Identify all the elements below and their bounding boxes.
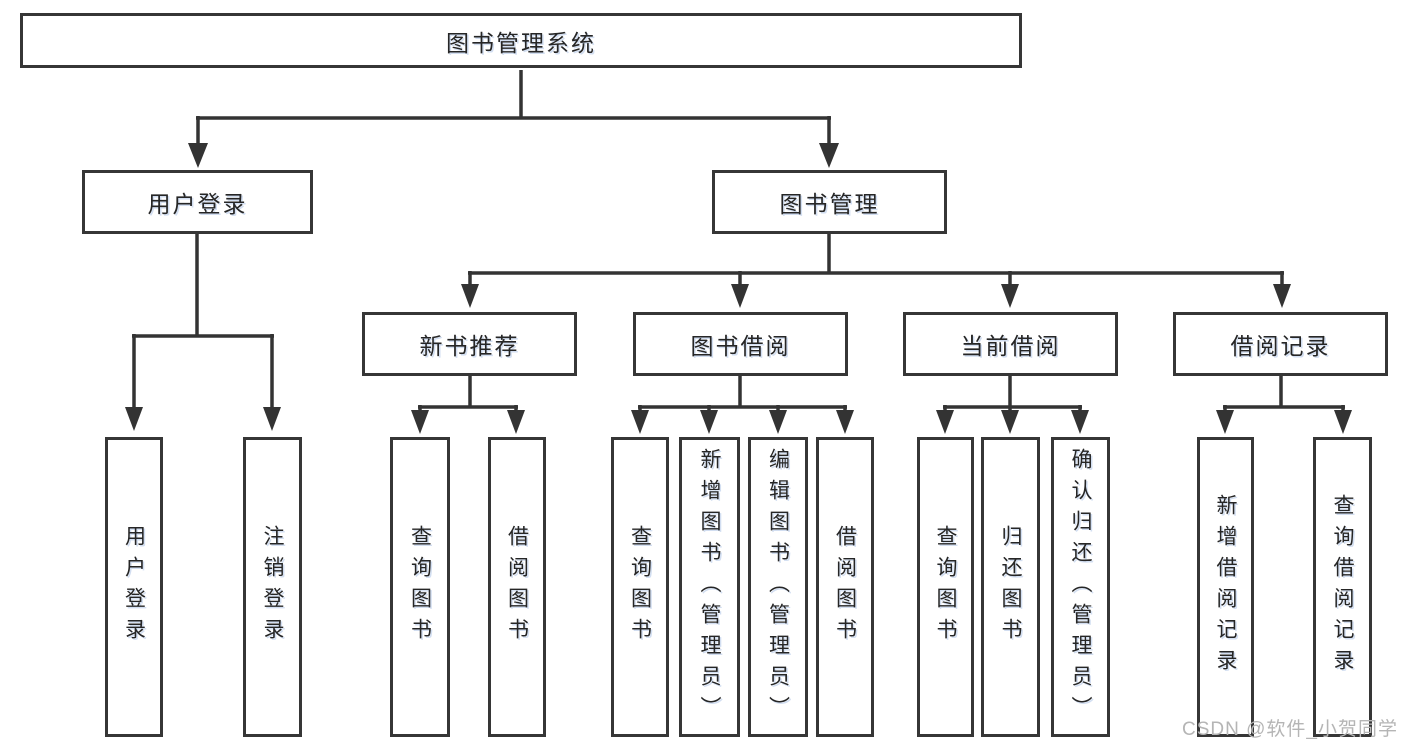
node-leaf-bb-query: 查询图书 <box>611 437 669 737</box>
node-leaf-cb-query: 查询图书 <box>917 437 974 737</box>
connector-borrow-records <box>1223 376 1345 413</box>
node-new-books: 新书推荐 <box>362 312 577 376</box>
node-user-login: 用户登录 <box>82 170 313 234</box>
connector-root <box>196 70 831 146</box>
csdn-watermark: CSDN @软件_小贺同学 <box>1182 719 1398 740</box>
node-current-borrow: 当前借阅 <box>903 312 1118 376</box>
node-leaf-br-query: 查询借阅记录 <box>1313 437 1372 737</box>
node-book-borrow: 图书借阅 <box>633 312 848 376</box>
connector-new-books <box>418 376 518 413</box>
node-leaf-bb-add: 新增图书（管理员） <box>679 437 740 737</box>
connector-user-login <box>132 234 274 410</box>
node-leaf-cb-confirm: 确认归还（管理员） <box>1051 437 1110 737</box>
node-book-mgmt: 图书管理 <box>712 170 947 234</box>
node-leaf-logout: 注销登录 <box>243 437 302 737</box>
node-root: 图书管理系统 <box>20 13 1022 68</box>
node-leaf-nb-borrow: 借阅图书 <box>488 437 546 737</box>
connector-book-mgmt <box>468 234 1284 287</box>
node-leaf-bb-edit: 编辑图书（管理员） <box>748 437 808 737</box>
node-leaf-br-add: 新增借阅记录 <box>1197 437 1254 737</box>
node-leaf-cb-return: 归还图书 <box>981 437 1040 737</box>
node-leaf-nb-query: 查询图书 <box>390 437 450 737</box>
connector-book-borrow <box>638 376 847 413</box>
connector-current-borrow <box>943 376 1082 413</box>
node-leaf-user-login: 用户登录 <box>105 437 163 737</box>
node-leaf-bb-borrow: 借阅图书 <box>816 437 874 737</box>
node-borrow-records: 借阅记录 <box>1173 312 1388 376</box>
